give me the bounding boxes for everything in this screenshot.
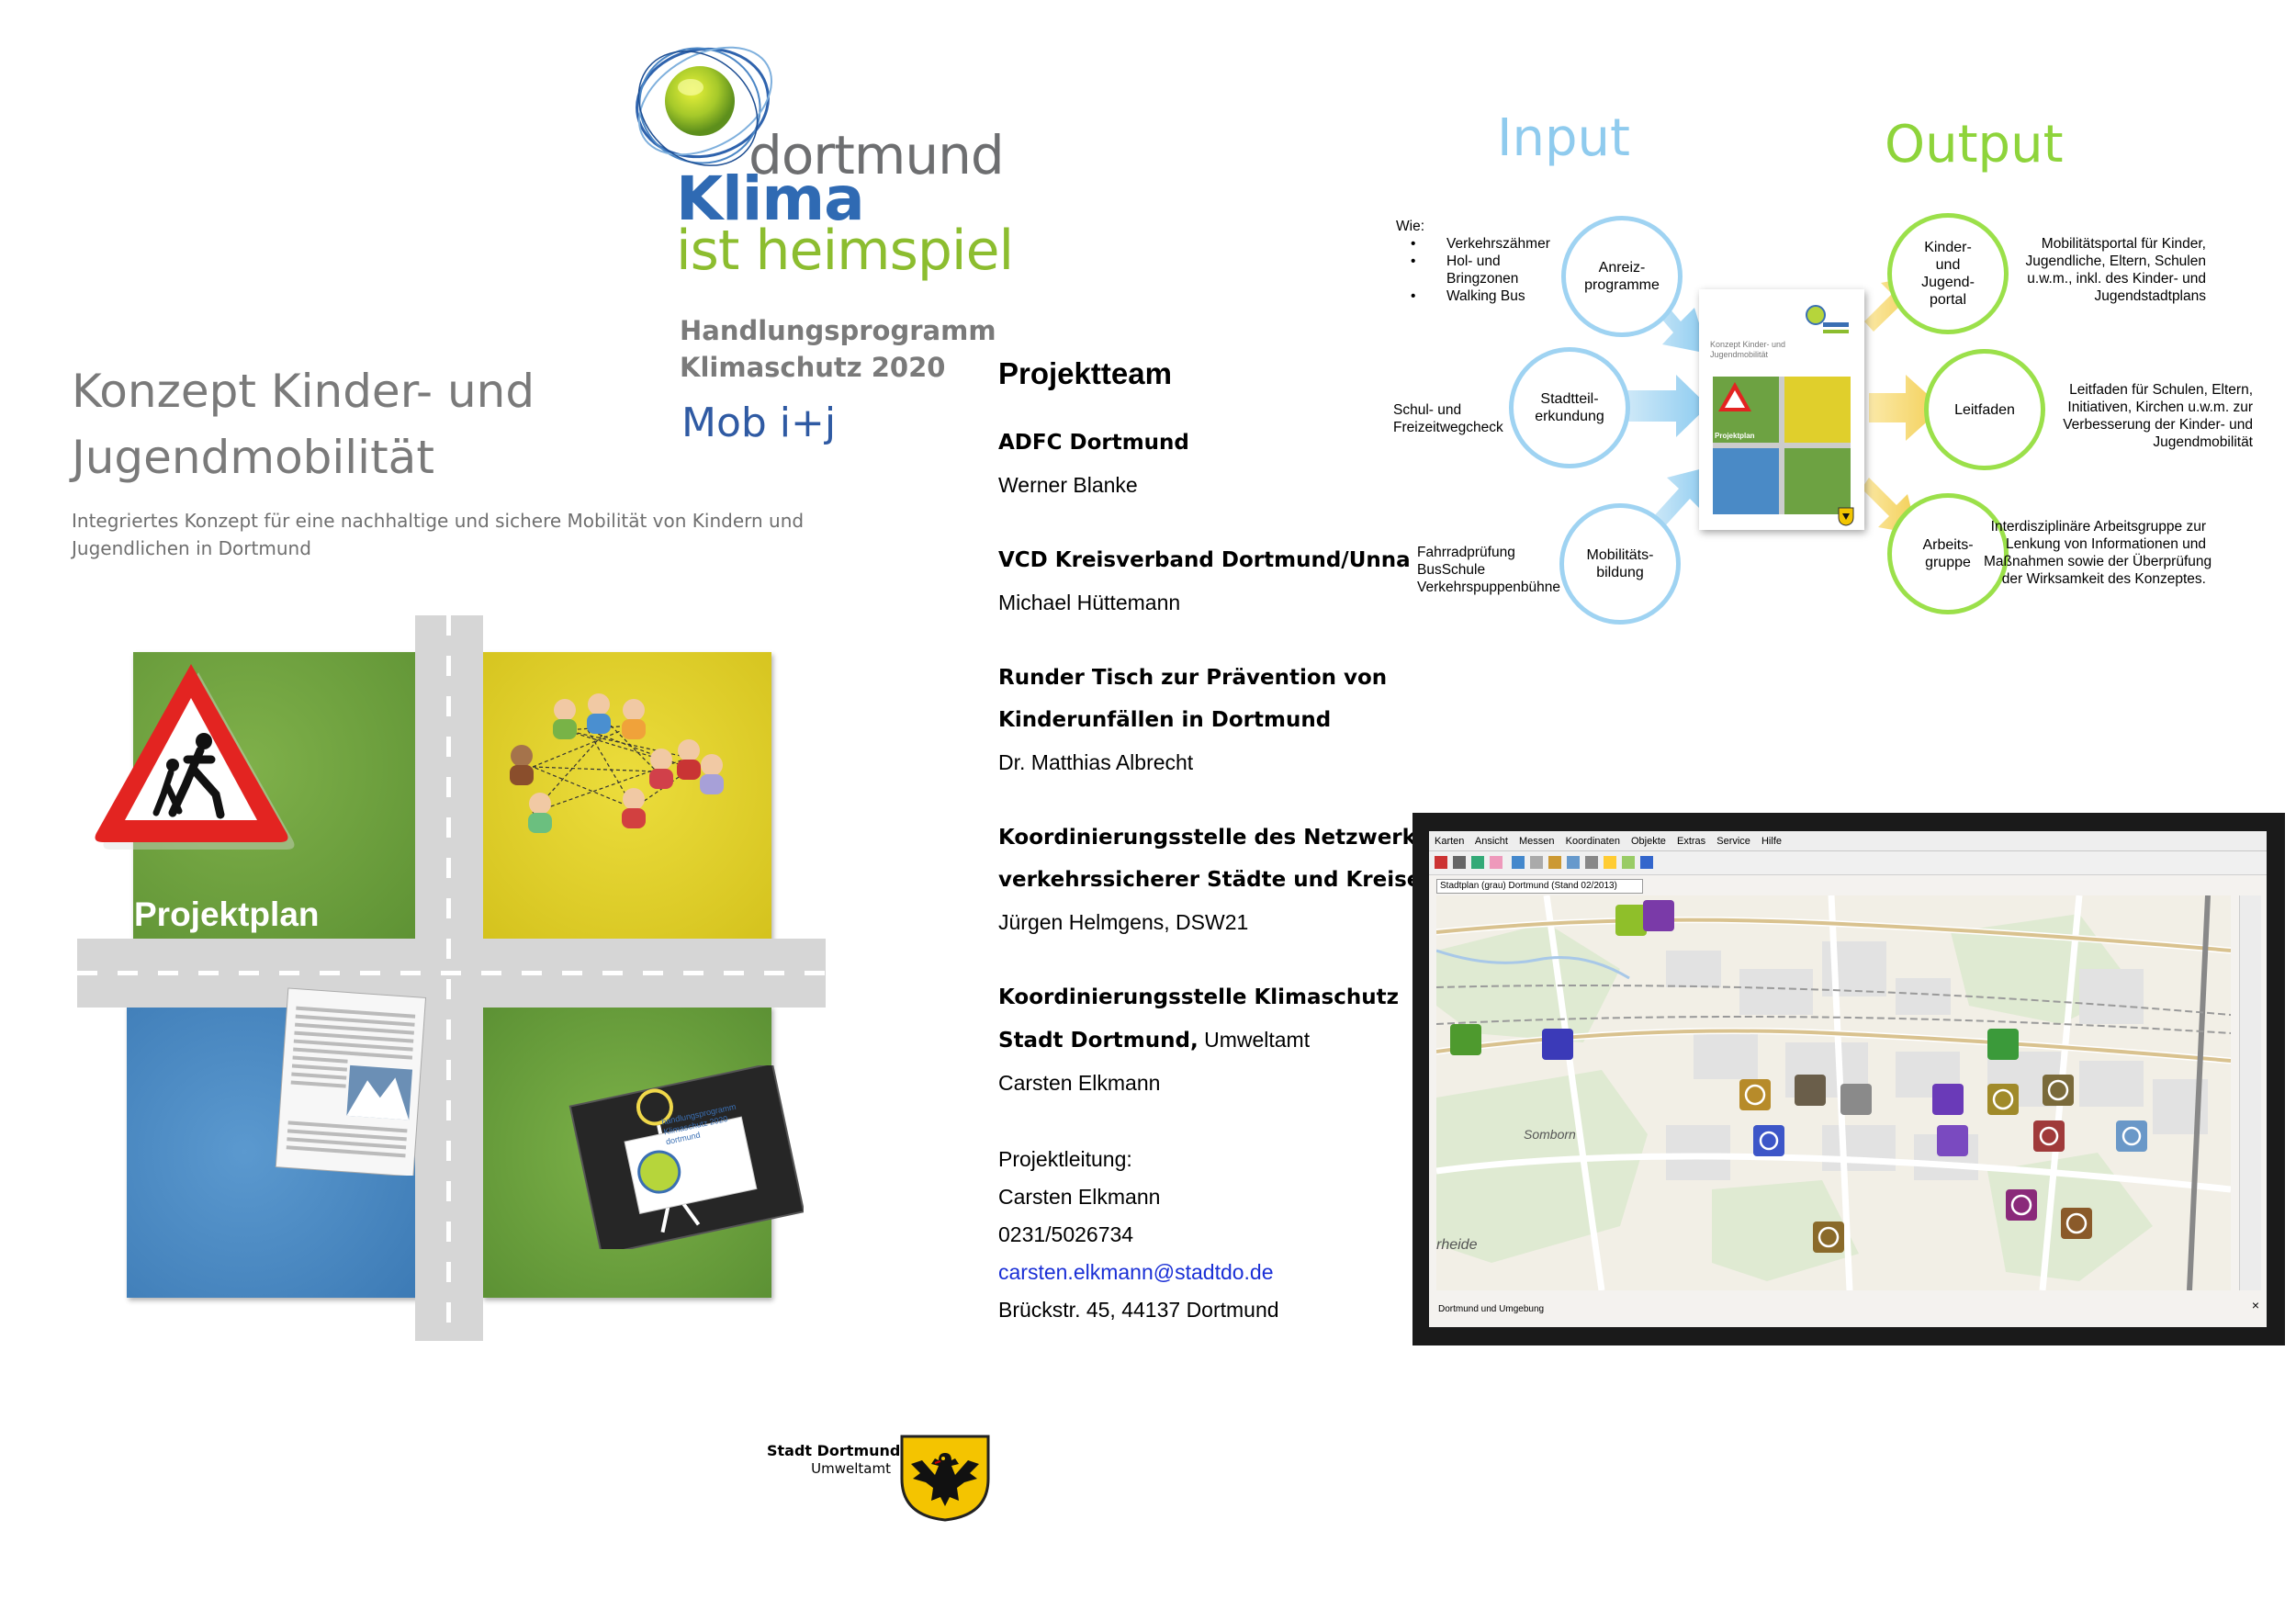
gis-menu-extras[interactable]: Extras — [1676, 836, 1706, 847]
concept-document-thumbnail: Konzept Kinder- und Jugendmobilität Proj… — [1699, 289, 1864, 530]
lead-label: Projektleitung: — [998, 1147, 1132, 1171]
note-leitfaden: Leitfaden für Schulen, Eltern, Initiativ… — [2063, 382, 2253, 450]
gis-toolbar — [1429, 851, 2267, 875]
chalkboard-badge-illustration — [568, 1065, 804, 1249]
gis-map-view[interactable]: Somborn rheide — [1436, 895, 2231, 1290]
logo-dortmund-text: dortmund — [748, 124, 1005, 186]
lead-email-link[interactable]: carsten.elkmann@stadtdo.de — [998, 1260, 1274, 1284]
lead-name: Carsten Elkmann — [998, 1185, 1161, 1209]
gis-menu-service[interactable]: Service — [1716, 836, 1750, 847]
output-title: Output — [1885, 115, 2064, 175]
note-stadtteil: Schul- und Freizeitwegcheck — [1393, 402, 1503, 435]
gis-application-screenshot: Karten Ansicht Messen Koordinaten Objekt… — [1412, 813, 2285, 1345]
team-org-netzwerk-1: Koordinierungsstelle des Netzwerkes — [998, 826, 1443, 850]
gis-status-text: Dortmund und Umgebung — [1438, 1304, 1545, 1314]
map-place-label: Somborn — [1524, 1127, 1576, 1142]
note-mobilitaet: Fahrradprüfung BusSchule Verkehrspuppenb… — [1417, 545, 1560, 595]
document-subtitle: Integriertes Konzept für eine nachhaltig… — [72, 510, 805, 559]
map-poi-markers — [1450, 900, 2147, 1253]
team-org-adfc: ADFC Dortmund — [998, 431, 1189, 455]
wie-list: Wie: Verkehrszähmer Hol- und Bringzonen … — [1396, 218, 1550, 305]
klima-logo-mark — [636, 46, 773, 166]
wie-item: Hol- und — [1396, 253, 1550, 270]
team-person-3: Dr. Matthias Albrecht — [998, 750, 1194, 774]
gis-menu-messen[interactable]: Messen — [1519, 836, 1555, 847]
program-mob-label: Mob i+j — [681, 400, 837, 446]
output-circle-leitfaden: Leitfaden — [1924, 349, 2045, 470]
children-crossing-sign-icon — [95, 664, 295, 850]
team-person-5: Carsten Elkmann — [998, 1071, 1161, 1095]
footer-stadt-dortmund: Stadt Dortmund — [767, 1442, 901, 1459]
gis-layer-select[interactable]: Stadtplan (grau) Dortmund (Stand 02/2013… — [1436, 879, 1643, 894]
input-circle-stadtteil: Stadtteil-erkundung — [1509, 347, 1630, 468]
team-org-vcd: VCD Kreisverband Dortmund/Unna — [998, 548, 1411, 572]
thumb-logo-icon — [1806, 305, 1849, 333]
gis-toolbar-icons[interactable] — [1429, 851, 1723, 875]
dortmund-eagle-crest-icon — [900, 1435, 990, 1522]
document-thumbnail-illustration — [275, 987, 427, 1176]
gis-menu-ansicht[interactable]: Ansicht — [1474, 836, 1508, 847]
input-circle-mobilitaet: Mobilitäts-bildung — [1559, 503, 1681, 625]
program-name: Handlungsprogramm Klimaschutz 2020 — [680, 315, 996, 383]
gis-menu-koordinaten[interactable]: Koordinaten — [1565, 836, 1620, 847]
city-map: Somborn rheide — [1436, 895, 2231, 1290]
footer-umweltamt: Umweltamt — [811, 1460, 891, 1477]
gis-close-icon[interactable]: × — [2251, 1298, 2259, 1312]
input-title: Input — [1497, 108, 1631, 168]
project-team-heading: Projektteam — [998, 356, 1172, 390]
lead-address: Brückstr. 45, 44137 Dortmund — [998, 1298, 1279, 1322]
team-org-runder-tisch-1: Runder Tisch zur Prävention von — [998, 666, 1388, 690]
document-title: Konzept Kinder- und Jugendmobilität — [72, 365, 535, 484]
logo-klima-text: Klima — [676, 163, 865, 234]
output-circle-arbeitsgruppe: Arbeits- gruppe — [1887, 493, 2009, 614]
input-circle-anreiz: Anreiz-programme — [1561, 216, 1683, 337]
map-place-label-2: rheide — [1436, 1237, 1478, 1253]
team-org-runder-tisch-2: Kinderunfällen in Dortmund — [998, 708, 1332, 732]
gis-menu-karten[interactable]: Karten — [1435, 836, 1465, 847]
projektplan-label: Projektplan — [134, 895, 320, 933]
person-avatars — [510, 693, 724, 833]
gis-side-scrollbar[interactable] — [2239, 895, 2261, 1290]
team-person-4: Jürgen Helmgens, DSW21 — [998, 910, 1249, 934]
project-team-section: Projektteam ADFC Dortmund Werner Blanke … — [998, 354, 1443, 1329]
gis-menu-hilfe[interactable]: Hilfe — [1761, 836, 1782, 847]
wie-item: Verkehrszähmer — [1396, 235, 1550, 253]
gis-menu-objekte[interactable]: Objekte — [1631, 836, 1666, 847]
output-circle-portal: Kinder- und Jugend- portal — [1887, 213, 2009, 334]
input-arrow-middle — [1626, 375, 1708, 437]
thumb-warning-sign-icon — [1718, 382, 1751, 411]
note-arbeitsgruppe: Interdisziplinäre Arbeitsgruppe zur Lenk… — [1984, 519, 2212, 587]
people-network-illustration — [510, 693, 724, 833]
thumb-crest-icon — [1838, 507, 1854, 526]
wie-item: Bringzonen — [1446, 271, 1519, 287]
team-org-klimaschutz-1: Koordinierungsstelle Klimaschutz — [998, 985, 1400, 1009]
team-org-netzwerk-2: verkehrssicherer Städte und Kreise — [998, 868, 1422, 892]
gis-window: Karten Ansicht Messen Koordinaten Objekt… — [1429, 831, 2267, 1327]
note-portal: Mobilitätsportal für Kinder, Jugendliche… — [2025, 236, 2206, 304]
gis-menubar: Karten Ansicht Messen Koordinaten Objekt… — [1429, 831, 2267, 851]
logo-heimspiel-text: ist heimspiel — [676, 219, 1014, 283]
wie-item: Walking Bus — [1396, 287, 1550, 305]
team-org-klimaschutz-2: Stadt Dortmund, Umweltamt — [998, 1028, 1311, 1053]
road-marking-vertical — [446, 615, 451, 1341]
lead-phone: 0231/5026734 — [998, 1222, 1134, 1246]
input-arrow-bottom — [1651, 467, 1710, 529]
team-person-2: Michael Hüttemann — [998, 591, 1181, 614]
output-arrow-middle — [1869, 375, 1942, 441]
map-poi-glyphs — [1744, 1079, 2142, 1248]
team-person-1: Werner Blanke — [998, 473, 1138, 497]
road-marking-horizontal — [77, 971, 826, 975]
